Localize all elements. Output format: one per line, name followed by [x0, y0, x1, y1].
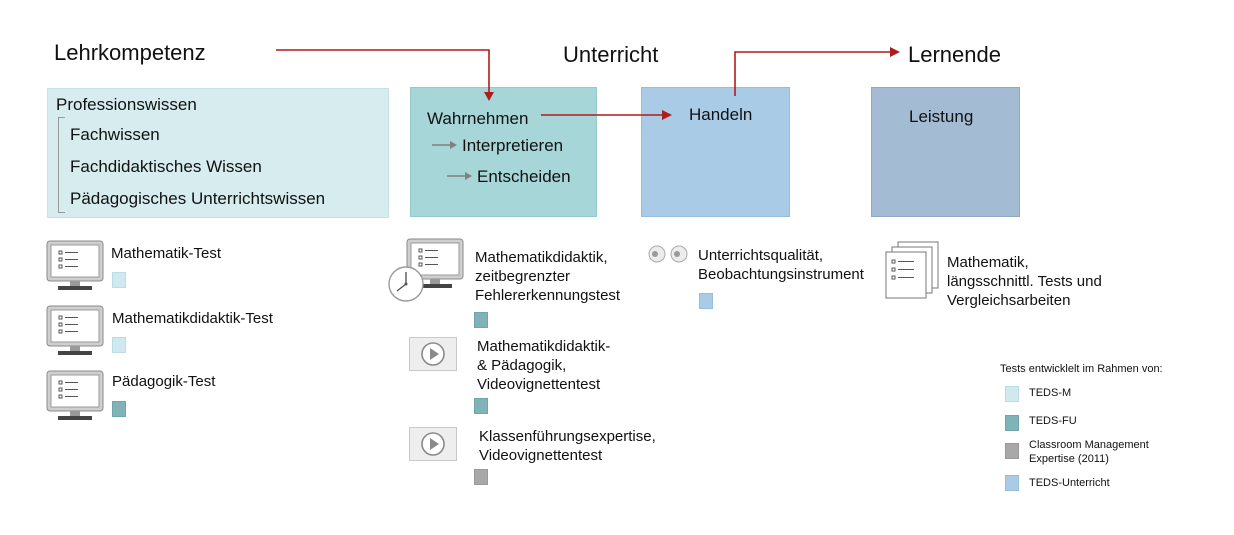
handeln-title: Handeln — [689, 105, 753, 124]
small-arrow-icon — [432, 141, 457, 149]
bracket — [58, 117, 65, 213]
test-paedagogik-label: Pädagogik-Test — [112, 373, 216, 390]
legend-swatch-teds-m — [1005, 386, 1019, 402]
swatch-teds-fu — [474, 312, 488, 328]
arrow-lehrkompetenz-to-wahrnehmen — [276, 49, 490, 94]
test-video2-line2: Videovignettentest — [479, 447, 603, 464]
test-unterrichtsqualitaet-line1: Unterrichtsqualität, — [698, 247, 824, 264]
item-fachwissen: Fachwissen — [70, 125, 160, 144]
legend-label-classroom-management-line2: Expertise (2011) — [1029, 453, 1109, 465]
test-mathematikdidaktik-label: Mathematikdidaktik-Test — [112, 310, 273, 327]
arrowhead — [662, 110, 672, 120]
item-paedagogisches-unterrichtswissen: Pädagogisches Unterrichtswissen — [70, 189, 326, 208]
computer-list-icon — [46, 370, 104, 420]
swatch-teds-m — [112, 272, 126, 288]
observation-eyes-icon — [648, 245, 688, 263]
legend-swatch-teds-fu — [1005, 415, 1019, 431]
swatch-classroom-management — [474, 469, 488, 485]
test-video1-line3: Videovignettentest — [477, 376, 601, 393]
handeln-box — [641, 87, 790, 217]
test-mathematik-label: Mathematik-Test — [111, 245, 222, 262]
test-mathematik-lernende-line3: Vergleichsarbeiten — [947, 292, 1071, 309]
swatch-teds-m — [112, 337, 126, 353]
test-unterrichtsqualitaet-line2: Beobachtungsinstrument — [698, 266, 864, 283]
test-mathematik-lernende-line2: längsschnittl. Tests und — [947, 273, 1102, 290]
play-button-icon — [409, 337, 457, 371]
computer-list-icon — [406, 238, 464, 288]
leistung-box — [871, 87, 1020, 217]
test-video1-line2: & Pädagogik, — [477, 357, 567, 374]
legend-swatch-teds-unterricht — [1005, 475, 1019, 491]
paper-stack-icon — [885, 241, 939, 299]
leistung-title: Leistung — [909, 107, 974, 126]
arrowhead — [484, 92, 494, 101]
legend-title: Tests entwicklelt im Rahmen von: — [1000, 363, 1163, 375]
swatch-teds-fu — [112, 401, 126, 417]
test-video2-line1: Klassenführungsexpertise, — [479, 428, 656, 445]
legend-swatch-classroom-management — [1005, 443, 1019, 459]
heading-lernende: Lernende — [908, 42, 1001, 67]
arrowhead — [890, 47, 900, 57]
heading-unterricht: Unterricht — [563, 42, 659, 67]
test-fehlererkennung-line1: Mathematikdidaktik, — [475, 249, 608, 266]
step-interpretieren: Interpretieren — [462, 136, 564, 155]
arrow-handeln-to-lernende — [734, 51, 892, 96]
test-mathematik-lernende-line1: Mathematik, — [947, 254, 1029, 271]
heading-lehrkompetenz: Lehrkompetenz — [54, 40, 206, 65]
small-arrow-icon — [447, 172, 472, 180]
test-fehlererkennung-line3: Fehlererkennungstest — [475, 287, 621, 304]
test-video1-line1: Mathematikdidaktik- — [477, 338, 611, 355]
wahrnehmen-title: Wahrnehmen — [427, 109, 529, 128]
item-fachdidaktisches-wissen: Fachdidaktisches Wissen — [70, 157, 262, 176]
legend-label-teds-unterricht: TEDS-Unterricht — [1029, 477, 1110, 489]
stopwatch-icon — [388, 266, 424, 302]
legend-label-teds-m: TEDS-M — [1029, 387, 1072, 399]
legend-label-classroom-management-line1: Classroom Management — [1029, 439, 1149, 451]
test-fehlererkennung-line2: zeitbegrenzter — [475, 268, 571, 285]
play-button-icon — [409, 427, 457, 461]
legend-label-teds-fu: TEDS-FU — [1029, 415, 1077, 427]
wahrnehmen-box — [410, 87, 597, 217]
computer-list-icon — [46, 240, 104, 290]
step-entscheiden: Entscheiden — [477, 167, 571, 186]
computer-list-icon — [46, 305, 104, 355]
swatch-teds-unterricht — [699, 293, 713, 309]
professionswissen-title: Professionswissen — [56, 95, 197, 114]
swatch-teds-fu — [474, 398, 488, 414]
professionswissen-box — [47, 88, 389, 218]
